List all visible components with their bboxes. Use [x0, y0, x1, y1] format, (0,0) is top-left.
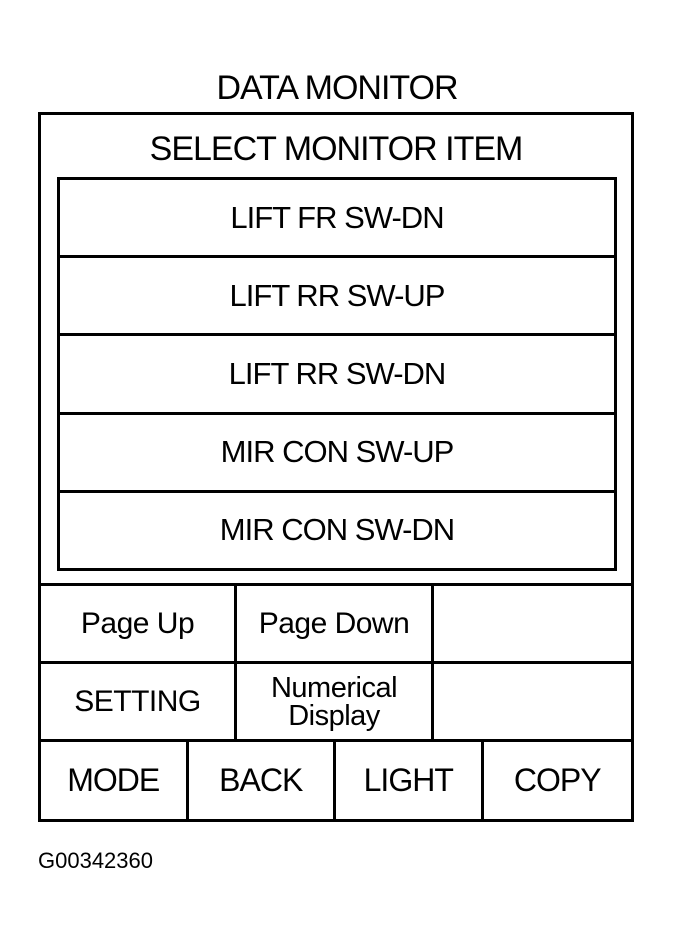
button-grid: Page Up Page Down SETTING Numerical Disp… — [41, 583, 631, 819]
monitor-screen: SELECT MONITOR ITEM LIFT FR SW-DN LIFT R… — [38, 112, 634, 822]
page-up-button[interactable]: Page Up — [41, 586, 237, 661]
numerical-display-line1: Numerical — [270, 671, 398, 704]
empty-softkey — [434, 586, 631, 661]
page-title: DATA MONITOR — [216, 69, 458, 107]
numerical-display-line2: Display — [288, 699, 380, 732]
page-down-button[interactable]: Page Down — [237, 586, 434, 661]
mode-button[interactable]: MODE — [41, 742, 189, 819]
light-button[interactable]: LIGHT — [336, 742, 484, 819]
monitor-item[interactable]: LIFT RR SW-UP — [60, 258, 614, 337]
numerical-display-button[interactable]: Numerical Display — [237, 664, 434, 739]
monitor-item[interactable]: LIFT RR SW-DN — [60, 336, 614, 415]
empty-softkey — [434, 664, 631, 739]
monitor-item[interactable]: MIR CON SW-DN — [219, 512, 455, 548]
setting-button[interactable]: SETTING — [41, 664, 237, 739]
monitor-item-list: LIFT FR SW-DN LIFT RR SW-UP LIFT RR SW-D… — [57, 177, 617, 571]
screen-subtitle: SELECT MONITOR ITEM — [149, 130, 524, 168]
numerical-display-label: Numerical Display — [270, 671, 398, 732]
hardkey-row: MODE BACK LIGHT COPY — [41, 742, 631, 819]
back-button[interactable]: BACK — [189, 742, 336, 819]
softkey-row-1: Page Up Page Down — [41, 586, 631, 664]
softkey-row-2: SETTING Numerical Display — [41, 664, 631, 742]
monitor-item[interactable]: MIR CON SW-UP — [60, 415, 614, 493]
figure-id: G00342360 — [38, 848, 153, 873]
copy-button[interactable]: COPY — [513, 762, 602, 798]
monitor-item[interactable]: LIFT FR SW-DN — [60, 180, 614, 259]
